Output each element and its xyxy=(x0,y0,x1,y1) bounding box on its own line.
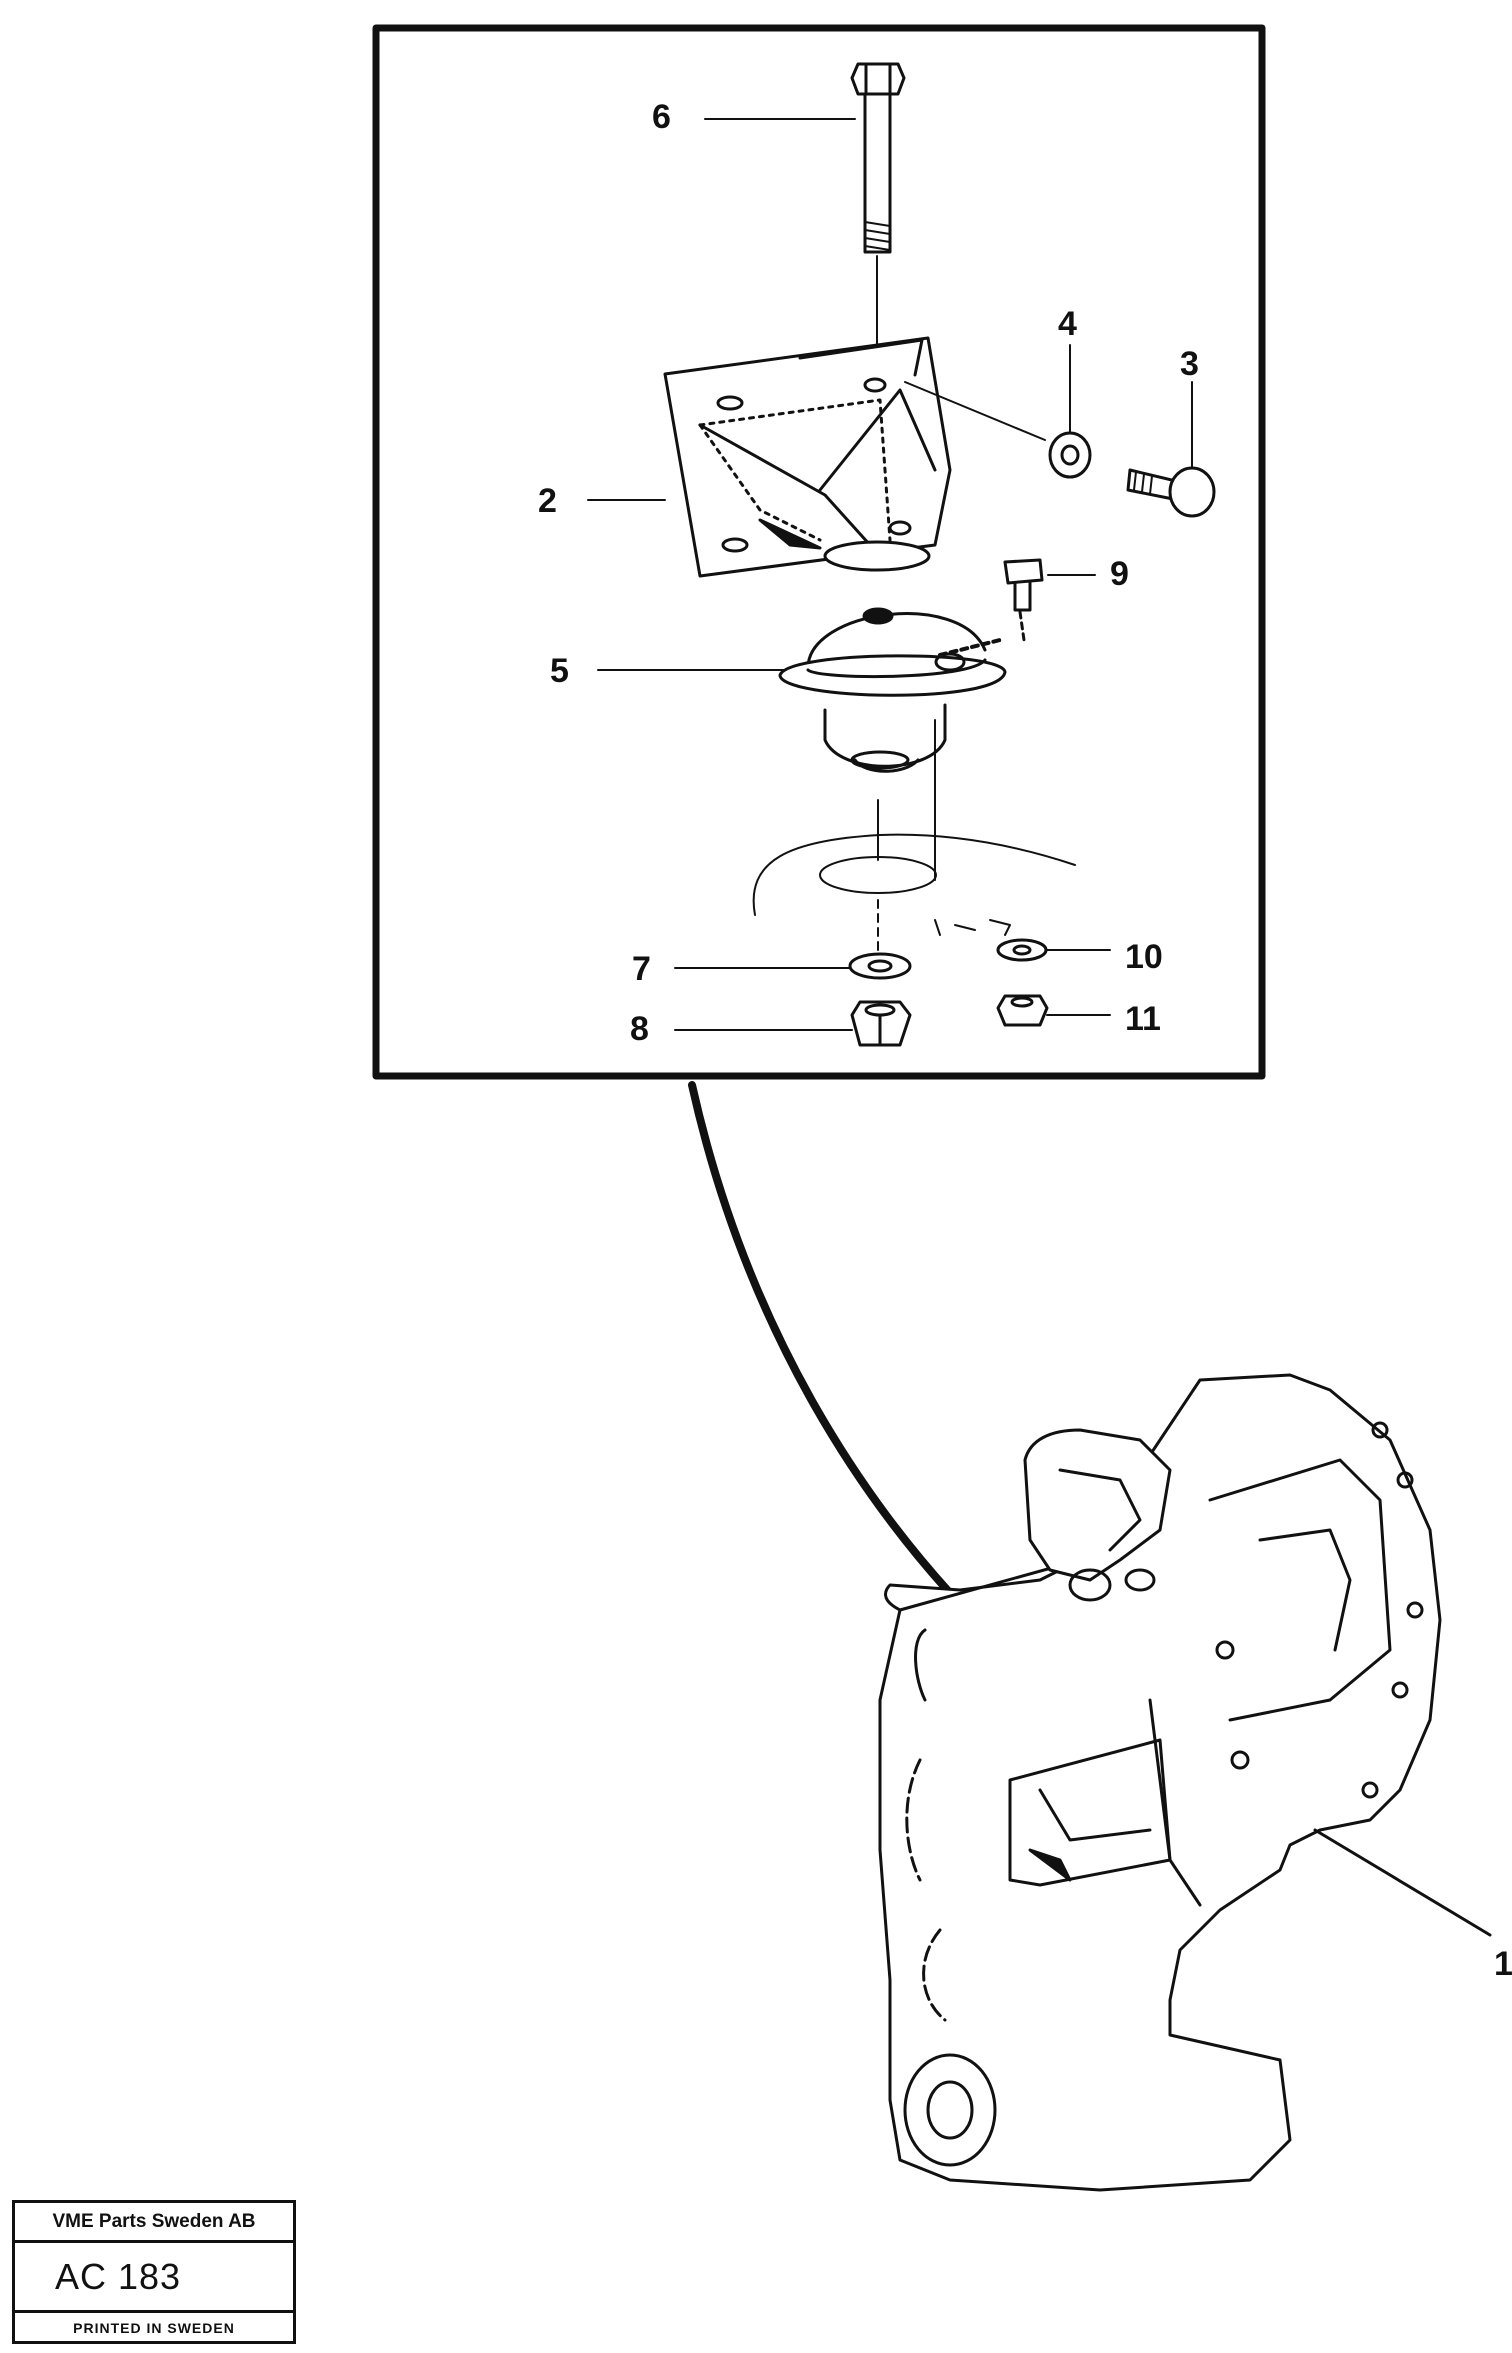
printed-in-label: PRINTED IN SWEDEN xyxy=(73,2320,235,2336)
company-name: VME Parts Sweden AB xyxy=(15,2203,293,2243)
detail-frame xyxy=(372,24,1266,1080)
bracket-part-2 xyxy=(663,336,1046,578)
callout-1: 1 xyxy=(1494,1945,1512,1983)
bolt-part-3 xyxy=(1126,466,1216,518)
callout-8: 8 xyxy=(630,1010,649,1048)
title-block: VME Parts Sweden AB AC 183 PRINTED IN SW… xyxy=(12,2200,296,2344)
leader-lines xyxy=(587,118,1193,1031)
washer-part-7 xyxy=(848,952,912,980)
callout-10: 10 xyxy=(1125,938,1163,976)
callout-6: 6 xyxy=(652,98,671,136)
callout-9: 9 xyxy=(1110,555,1129,593)
nut-part-11 xyxy=(996,994,1049,1027)
rubber-mount-part-5 xyxy=(778,607,1007,881)
callout-2: 2 xyxy=(538,482,557,520)
washer-part-4 xyxy=(1048,431,1092,479)
callout-11: 11 xyxy=(1125,1000,1161,1038)
callout-4: 4 xyxy=(1058,305,1077,343)
callout-3: 3 xyxy=(1180,345,1199,383)
screw-part-9 xyxy=(1003,558,1044,642)
callout-7: 7 xyxy=(632,950,651,988)
transmission-part-1 xyxy=(878,1373,1492,2192)
housing-fragment xyxy=(752,799,1076,951)
washer-part-10 xyxy=(996,938,1048,962)
drawing-code: AC 183 xyxy=(15,2243,293,2313)
callout-5: 5 xyxy=(550,652,569,690)
nut-part-8 xyxy=(850,1000,912,1047)
